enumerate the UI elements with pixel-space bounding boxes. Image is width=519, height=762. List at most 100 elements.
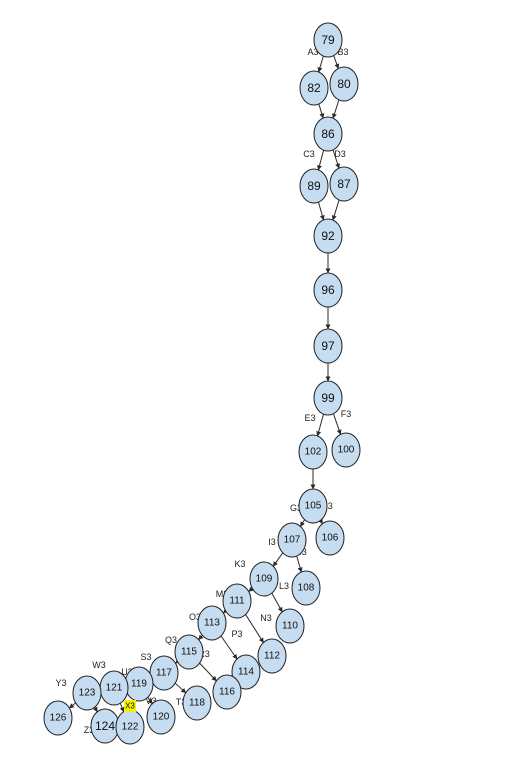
edge-119-120 <box>147 696 153 705</box>
edge-107-108 <box>296 555 303 573</box>
node-X3[interactable]: X3 <box>124 700 136 712</box>
node-87[interactable]: 87 <box>329 166 359 202</box>
highlight-marker <box>124 700 136 712</box>
node-label: 123 <box>79 688 96 699</box>
node-label: 82 <box>307 81 321 95</box>
node-105[interactable]: 105 <box>298 488 328 524</box>
edge-label-M3: M3 <box>216 589 229 599</box>
node-label: 100 <box>338 445 355 456</box>
node-110[interactable]: 110 <box>275 608 305 644</box>
edge-label-O3: O3 <box>189 612 201 622</box>
node-117[interactable]: 117 <box>149 655 179 691</box>
edge-86-89 <box>317 150 325 171</box>
node-107[interactable]: 107 <box>277 522 307 558</box>
node-100[interactable]: 100 <box>331 432 361 468</box>
node-shape <box>291 570 321 606</box>
edge-label-L3: L3 <box>279 581 289 591</box>
node-label: 115 <box>181 647 197 658</box>
node-shape <box>222 583 252 619</box>
edge-line <box>174 682 187 694</box>
node-116[interactable]: 116 <box>212 674 242 710</box>
node-108[interactable]: 108 <box>291 570 321 606</box>
node-118[interactable]: 118 <box>182 685 212 721</box>
node-label: 86 <box>321 127 335 141</box>
node-122[interactable]: 122 <box>115 709 145 745</box>
edge-label-W3: W3 <box>92 660 106 670</box>
edge-label-E3: E3 <box>304 413 315 423</box>
node-106[interactable]: 106 <box>315 520 345 556</box>
node-89[interactable]: 89 <box>299 168 329 204</box>
node-113[interactable]: 113 <box>197 605 227 641</box>
edge-layer <box>69 55 342 713</box>
node-115[interactable]: 115 <box>174 634 204 670</box>
node-shape <box>313 218 343 254</box>
edge-line <box>318 201 325 221</box>
node-80[interactable]: 80 <box>329 66 359 102</box>
node-shape <box>299 70 329 106</box>
node-shape <box>212 674 242 710</box>
node-shape <box>299 168 329 204</box>
edge-79-82 <box>317 55 324 73</box>
edge-line <box>296 555 303 573</box>
edge-label-T3: T3 <box>176 697 187 707</box>
node-shape <box>313 22 343 58</box>
edge-107-109 <box>272 552 284 567</box>
node-114[interactable]: 114 <box>231 654 261 690</box>
edge-line <box>333 55 340 69</box>
edge-line <box>272 552 284 567</box>
node-96[interactable]: 96 <box>313 272 343 308</box>
node-label: 80 <box>337 77 351 91</box>
node-shape <box>146 699 176 735</box>
edge-line <box>69 702 76 709</box>
edge-label-F3: F3 <box>341 409 352 419</box>
edge-123-124 <box>92 706 98 713</box>
edge-89-92 <box>318 201 325 221</box>
node-120[interactable]: 120 <box>146 699 176 735</box>
node-123[interactable]: 123 <box>72 675 102 711</box>
node-112[interactable]: 112 <box>257 638 287 674</box>
edge-label-Q3: Q3 <box>165 635 177 645</box>
node-shape <box>275 608 305 644</box>
node-99[interactable]: 99 <box>313 380 343 416</box>
edge-label-I3: I3 <box>268 537 276 547</box>
edge-123-126 <box>69 702 76 709</box>
node-shape <box>315 520 345 556</box>
node-label: 92 <box>321 229 335 243</box>
edge-line <box>198 634 204 641</box>
node-82[interactable]: 82 <box>299 70 329 106</box>
node-121[interactable]: 121 <box>99 670 129 706</box>
node-92[interactable]: 92 <box>313 218 343 254</box>
edge-line <box>318 518 323 525</box>
node-label: 97 <box>321 339 335 353</box>
node-label: 116 <box>219 687 235 698</box>
node-102[interactable]: 102 <box>298 434 328 470</box>
node-119[interactable]: 119 <box>124 666 154 702</box>
node-111[interactable]: 111 <box>222 583 252 619</box>
node-shape <box>298 434 328 470</box>
edge-line <box>331 199 340 221</box>
node-124[interactable]: 124 <box>90 708 120 744</box>
node-109[interactable]: 109 <box>249 561 279 597</box>
node-79[interactable]: 79 <box>313 22 343 58</box>
node-126[interactable]: 126 <box>43 700 73 736</box>
edge-111-112 <box>245 614 264 643</box>
edge-label-V3: V3 <box>145 696 156 706</box>
edge-label-R3: R3 <box>198 649 210 659</box>
edge-115-116 <box>199 662 217 682</box>
edge-label-C3: C3 <box>303 149 315 159</box>
edge-line <box>332 99 340 119</box>
node-shape <box>277 522 307 558</box>
edge-line <box>316 413 325 437</box>
edge-line <box>92 706 98 713</box>
node-86[interactable]: 86 <box>313 116 343 152</box>
node-shape <box>257 638 287 674</box>
edge-80-86 <box>332 99 340 119</box>
edge-line <box>318 103 325 119</box>
edge-113-115 <box>198 634 204 641</box>
edge-line <box>147 696 153 705</box>
node-label: 106 <box>322 533 339 544</box>
node-97[interactable]: 97 <box>313 328 343 364</box>
node-label: 114 <box>238 667 254 678</box>
